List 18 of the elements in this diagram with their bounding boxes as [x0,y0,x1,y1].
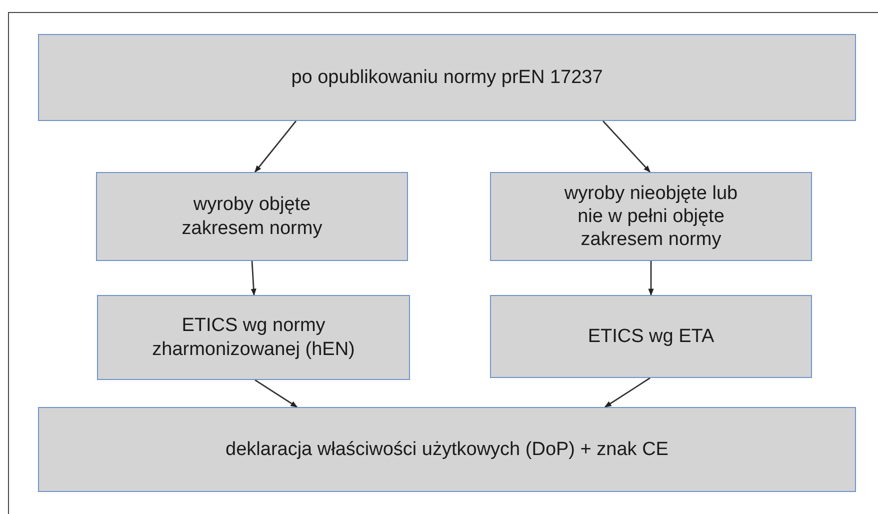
box-label: deklaracja właściwości użytkowych (DoP) + znak CE [226,438,668,462]
process-box [38,34,856,121]
box-label: ETICS wg normy zharmonizowanej (hEN) [151,314,356,361]
process-box [38,407,856,492]
process-box [97,295,410,380]
box-label: wyroby nieobjęte lub nie w pełni objęte zakresem normy [563,182,739,252]
process-box [490,172,812,261]
arrow [604,377,650,408]
arrow [254,379,298,408]
arrow [254,120,297,173]
box-label: ETICS wg ETA [588,324,714,348]
arrow [648,261,654,296]
arrow [250,260,256,296]
process-box [490,295,812,378]
arrow [602,120,651,173]
box-label: po opublikowaniu normy prEN 17237 [291,66,603,90]
box-label: wyroby objęte zakresem normy [180,193,324,240]
process-box [96,172,408,261]
